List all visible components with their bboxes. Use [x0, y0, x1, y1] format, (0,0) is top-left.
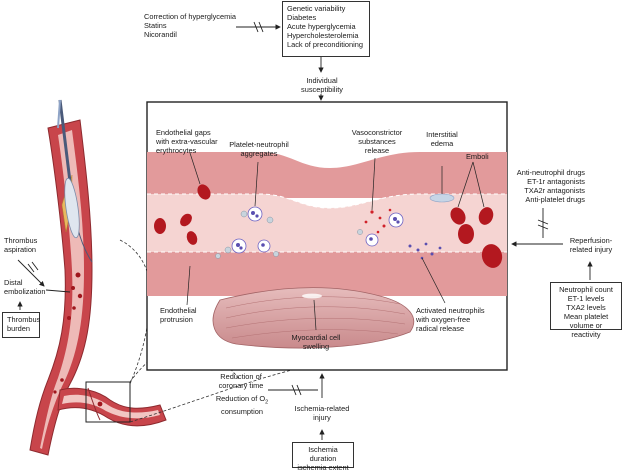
o2-subscript: 2: [265, 399, 269, 406]
risk-factors-box: Genetic variability Diabetes Acute hyper…: [282, 1, 370, 57]
markers-box: Neutrophil count ET-1 levels TXA2 levels…: [550, 282, 622, 339]
distal-embolization-label: Distal embolization: [4, 278, 46, 296]
endothelial-protrusion-label: Endothelial protrusion: [160, 306, 197, 324]
susceptibility-label: Individual susceptibility: [301, 76, 343, 94]
myocardial-swelling-label: Myocardial cell swelling: [291, 333, 341, 351]
endothelial-gaps-label: Endothelial gaps with extra-vascular ery…: [156, 128, 218, 155]
vasoconstrictor-label: Vasoconstrictor substances release: [351, 128, 403, 155]
thrombus-aspiration-label: Thrombus aspiration: [4, 236, 38, 254]
coronary-time-label: Reduction of coronary time: [218, 372, 264, 390]
o2-suffix: consumption: [221, 407, 263, 417]
platelet-neutrophil-label: Platelet-neutrophil aggregates: [229, 140, 289, 158]
ischemia-duration-box: Ischemia duration ischemia extent: [292, 442, 354, 472]
activated-neutrophils-label: Activated neutrophils with oxygen-free r…: [416, 306, 485, 333]
o2-prefix: Reduction of O: [215, 394, 266, 403]
reperfusion-label: Reperfusion- related injury: [569, 236, 613, 254]
coronary-artery: [29, 99, 167, 456]
thrombus-burden-box: Thrombus burden: [2, 312, 40, 338]
emboli-label: Emboli: [466, 152, 489, 161]
interstitial-edema-label: Interstitial edema: [426, 130, 458, 148]
treatments-label: Correction of hyperglycemia Statins Nico…: [144, 12, 237, 39]
ischemia-injury-label: Ischemia-related injury: [294, 404, 350, 422]
drugs-label: Anti-neutrophil drugs ET-1r antagonists …: [516, 168, 585, 204]
